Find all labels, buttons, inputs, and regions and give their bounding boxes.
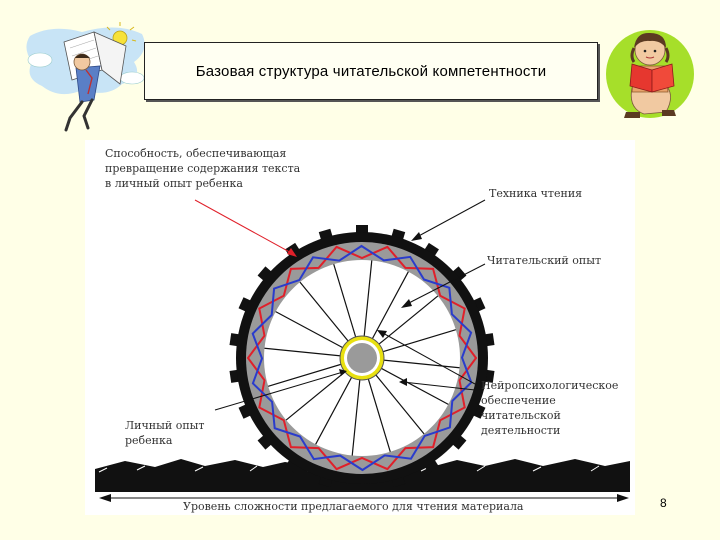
slide-title: Базовая структура читательской компетент…	[195, 62, 547, 80]
arrow-personal-head	[339, 369, 347, 376]
label-neuro-support: Нейропсихологическое обеспечение читател…	[481, 379, 619, 437]
arrow-experience-head	[401, 299, 412, 308]
label-reading-experience: Читательский опыт	[487, 254, 602, 267]
arrow-technique	[414, 199, 486, 239]
flying-reader-clipart	[26, 22, 145, 132]
label-personal-experience: Личный опыт ребенка	[125, 419, 205, 447]
arrow-neuro-b-head	[399, 378, 407, 386]
arrow-ability	[194, 199, 296, 256]
arrow-neuro-a-head	[377, 330, 387, 338]
label-difficulty-level: Уровень сложности предлагаемого для чтен…	[180, 499, 527, 514]
title-box: Базовая структура читательской компетент…	[144, 42, 598, 100]
label-ability: Способность, обеспечивающая превращение …	[105, 147, 301, 190]
red-star-line	[246, 245, 478, 471]
page-number: 8	[660, 496, 667, 510]
reading-competence-diagram: Способность, обеспечивающая превращение …	[85, 140, 635, 515]
arrow-neuro-a	[380, 331, 476, 385]
difficulty-arrow-left-head	[99, 494, 111, 502]
arrow-experience	[404, 263, 486, 306]
arrow-technique-head	[411, 232, 422, 241]
label-reading-technique: Техника чтения	[489, 187, 583, 200]
arrow-ability-head	[287, 248, 297, 257]
arrow-personal	[214, 371, 344, 411]
hub	[347, 343, 377, 373]
girl-reading-clipart	[606, 30, 694, 118]
arrow-neuro-b	[402, 381, 476, 391]
wheel	[229, 225, 495, 491]
blue-star-line	[251, 244, 473, 472]
difficulty-arrow-right-head	[617, 494, 629, 502]
wheel-diagram-svg	[95, 199, 630, 502]
